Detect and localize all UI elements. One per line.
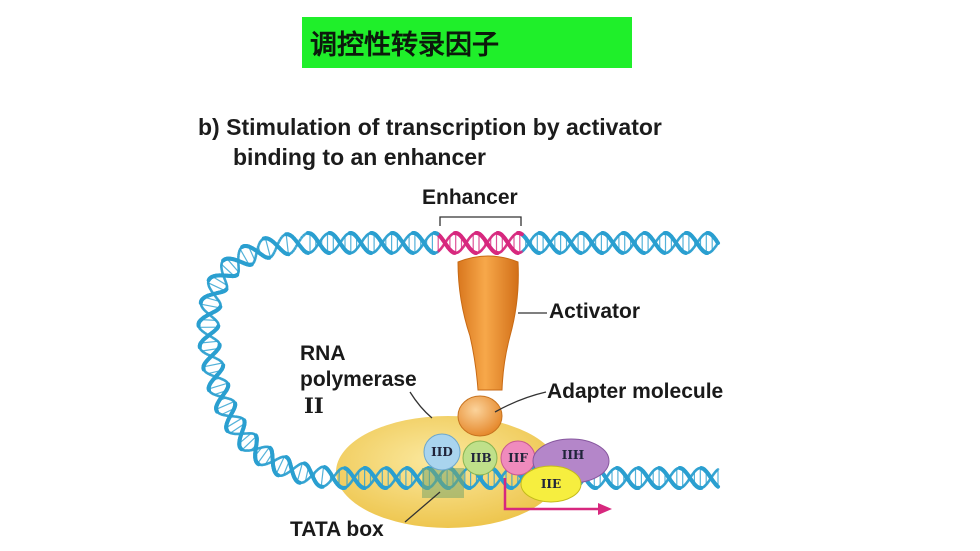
base-pair-rung xyxy=(320,466,325,487)
activator-label: Activator xyxy=(549,300,641,323)
factor-iif-label: IIF xyxy=(508,451,528,465)
dna-backbone-segment xyxy=(715,467,720,472)
adapter-molecule xyxy=(457,395,503,437)
heading-line-2: binding to an enhancer xyxy=(233,144,487,170)
enhancer-label: Enhancer xyxy=(422,186,518,209)
figure-heading: b) Stimulation of transcription by activ… xyxy=(198,112,798,172)
base-pair-rung xyxy=(221,263,235,277)
transcription-start-arrow xyxy=(503,478,600,511)
rna-polymerase-label-line2: polymerase xyxy=(300,368,417,391)
base-pair-rung xyxy=(264,238,271,258)
base-pair-rung xyxy=(239,248,250,266)
base-pair-rung xyxy=(212,276,228,286)
dna-helix xyxy=(196,231,720,490)
polymerase-leader-line xyxy=(409,391,433,419)
base-pair-rung xyxy=(296,463,303,482)
base-pair-rung xyxy=(200,340,218,344)
base-pair-rung xyxy=(208,382,228,390)
activator-protein xyxy=(457,255,519,391)
enhancer-bracket xyxy=(439,216,522,226)
rna-polymerase-label-line3: II xyxy=(304,393,324,418)
tata-leader-line xyxy=(404,491,441,523)
factor-iib xyxy=(462,440,498,476)
dna-backbone-segment xyxy=(715,483,720,489)
adapter-molecule-label: Adapter molecule xyxy=(547,380,724,403)
base-pair-rung xyxy=(203,362,223,368)
factor-iie-label: IIE xyxy=(541,477,561,491)
factor-iie xyxy=(520,465,582,503)
tata-box-region xyxy=(422,468,464,498)
tata-box-label: TATA box xyxy=(290,518,384,541)
base-pair-rung xyxy=(215,401,235,410)
adapter-leader-line xyxy=(494,391,547,413)
rna-polymerase-label-line1: RNA xyxy=(300,342,346,365)
slide-title: 调控性转录因子 xyxy=(302,17,632,68)
factor-iid xyxy=(423,433,461,471)
factor-iid-label: IID xyxy=(431,445,453,459)
factor-iib-label: IIB xyxy=(470,451,491,465)
base-pair-rung xyxy=(207,282,226,292)
base-pair-rung xyxy=(200,303,220,309)
base-pair-rung xyxy=(285,234,289,255)
base-pair-rung xyxy=(241,435,257,451)
base-pair-rung xyxy=(226,258,239,273)
arrow-head xyxy=(598,503,612,515)
base-pair-rung xyxy=(225,417,243,429)
base-pair-rung xyxy=(257,446,270,464)
heading-line-1: b) Stimulation of transcription by activ… xyxy=(198,114,662,140)
base-pair-rung xyxy=(275,456,285,475)
factor-iih-label: IIH xyxy=(562,448,585,462)
